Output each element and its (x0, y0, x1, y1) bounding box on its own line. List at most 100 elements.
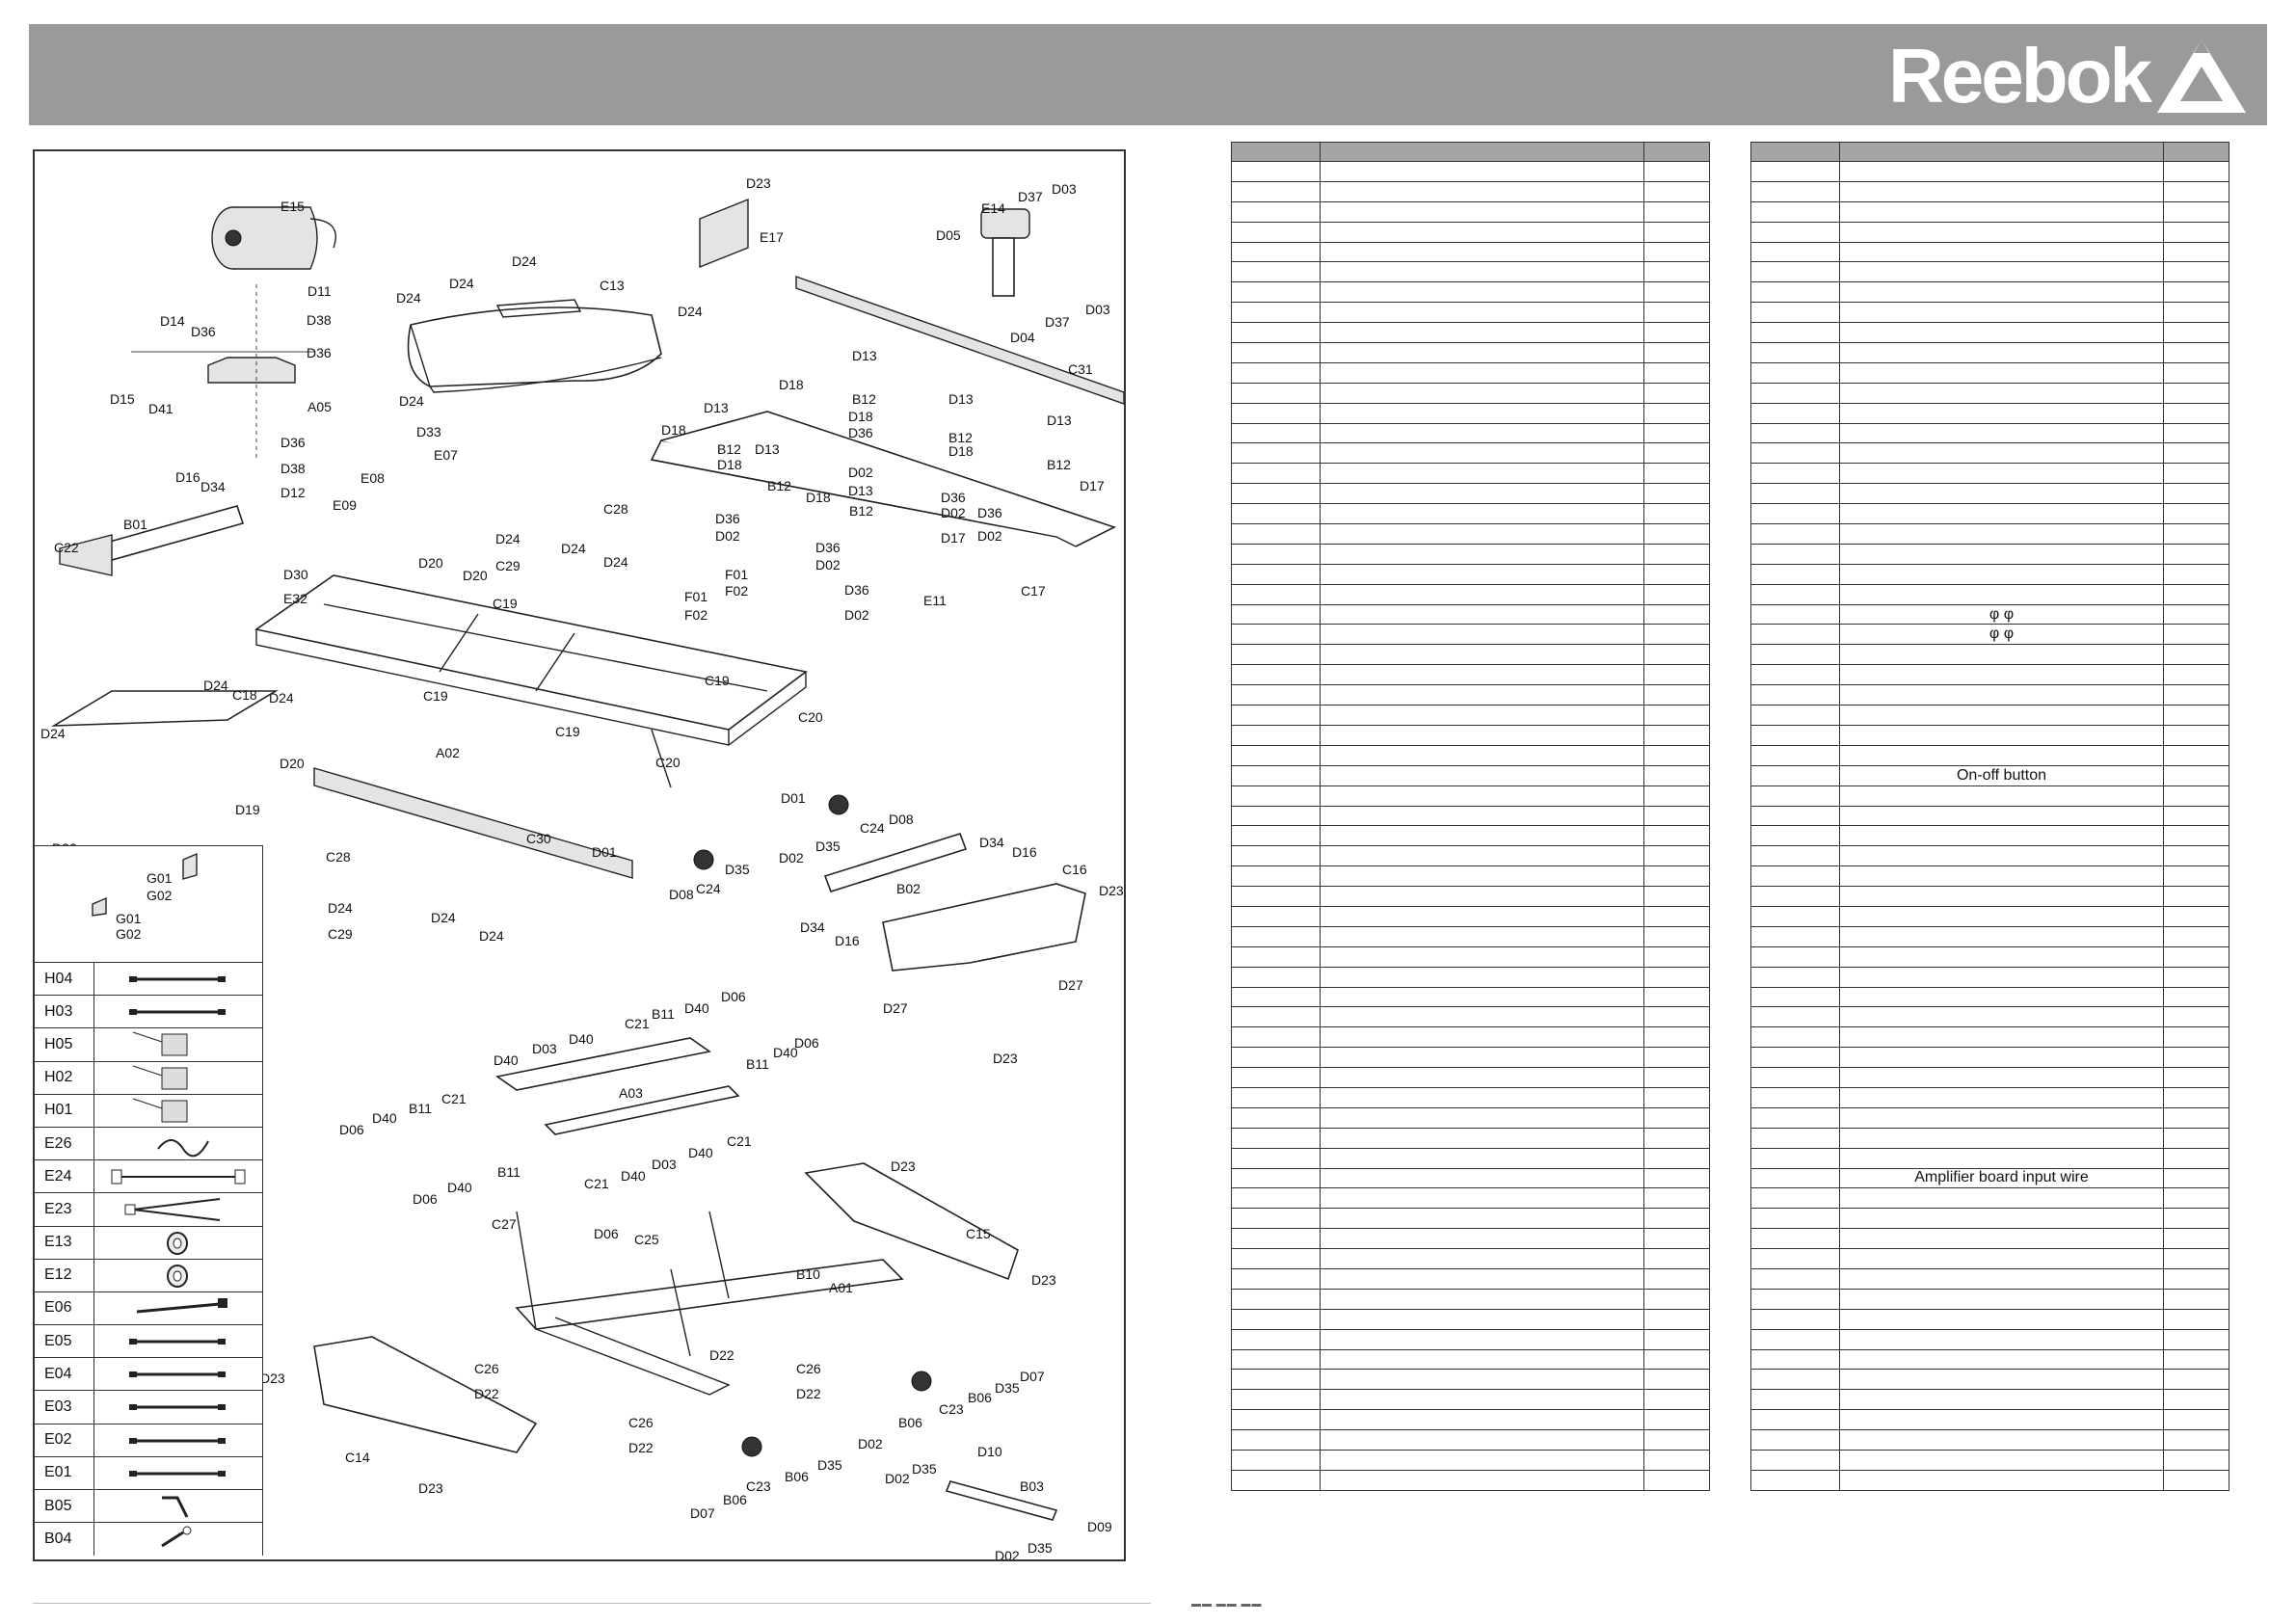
table-cell (1839, 422, 2164, 444)
part-label: D02 (848, 465, 873, 480)
table-row (1750, 442, 2229, 465)
legend-code: E12 (35, 1259, 94, 1291)
table-cell (2163, 1429, 2229, 1451)
table-cell (1643, 764, 1710, 786)
table-cell (1643, 1187, 1710, 1210)
table-cell (1839, 664, 2164, 686)
table-cell (1320, 865, 1644, 888)
legend-part-label: G02 (116, 926, 142, 942)
table-cell (1320, 1409, 1644, 1431)
table-cell (1643, 785, 1710, 807)
table-cell (1231, 845, 1321, 867)
table-cell (1839, 1187, 2164, 1210)
part-label: F01 (684, 589, 707, 604)
table-cell (1320, 463, 1644, 485)
legend-code: H01 (35, 1094, 94, 1127)
table-cell (1750, 1067, 1840, 1088)
table-cell (1231, 261, 1321, 283)
table-cell (1231, 966, 1321, 988)
table-cell (1643, 825, 1710, 847)
table-row (1750, 261, 2229, 283)
table-cell (1320, 342, 1644, 363)
table-cell (1750, 1328, 1840, 1350)
table-cell (1750, 865, 1840, 888)
table-cell (1231, 1389, 1321, 1411)
table-cell (1231, 463, 1321, 485)
table-cell (2163, 241, 2229, 263)
table-cell (2163, 161, 2229, 182)
table-cell (1320, 1047, 1644, 1069)
table-cell (1643, 442, 1710, 465)
table-cell (1643, 402, 1710, 424)
legend-row: E26 (35, 1127, 262, 1161)
table-cell (1320, 986, 1644, 1008)
table-cell (1320, 825, 1644, 847)
part-label: E11 (923, 593, 947, 608)
legend-part-label: G01 (147, 870, 173, 886)
part-label: B01 (123, 517, 147, 532)
part-label: D03 (532, 1041, 557, 1056)
part-label: D36 (307, 345, 332, 360)
table-row (1231, 422, 1710, 444)
table-cell (1839, 886, 2164, 907)
table-row (1231, 200, 1710, 223)
table-row (1750, 503, 2229, 525)
part-label: D06 (413, 1191, 438, 1207)
table-cell (1839, 966, 2164, 988)
part-label: D16 (175, 469, 200, 485)
table-header-cell (1320, 142, 1644, 162)
table-row (1231, 705, 1710, 726)
table-cell (2163, 624, 2229, 646)
table-cell (1231, 1267, 1321, 1290)
wheel-c23-right (911, 1371, 932, 1392)
table-cell (2163, 1167, 2229, 1189)
table-cell (1231, 422, 1321, 444)
part-label: D19 (235, 802, 260, 817)
table-cell (1839, 1106, 2164, 1129)
part-label: B06 (723, 1492, 747, 1507)
part-label: B11 (652, 1006, 675, 1022)
part-label: D22 (796, 1386, 821, 1401)
lift-frame-drawing (495, 1037, 740, 1135)
part-label: D36 (848, 425, 873, 440)
table-row (1750, 825, 2229, 847)
legend-row: H03 (35, 996, 262, 1029)
part-label: B12 (767, 478, 791, 493)
table-cell (2163, 664, 2229, 686)
table-cell (1320, 1328, 1644, 1350)
rear-roller-drawing (823, 833, 968, 892)
table-cell (1231, 1248, 1321, 1269)
table-cell (2163, 1127, 2229, 1149)
part-label: C20 (798, 709, 823, 725)
table-row (1231, 1167, 1710, 1189)
table-cell (1839, 261, 2164, 283)
part-label: D40 (688, 1145, 713, 1160)
table-cell (1839, 1469, 2164, 1491)
part-label: D37 (1045, 314, 1070, 330)
table-row (1231, 1106, 1710, 1129)
table-cell (1231, 382, 1321, 404)
table-row (1231, 483, 1710, 505)
table-cell (1643, 1288, 1710, 1310)
table-cell (1320, 744, 1644, 766)
table-cell (1750, 523, 1840, 545)
table-cell (1750, 1047, 1840, 1069)
table-cell (1839, 161, 2164, 182)
table-cell (2163, 422, 2229, 444)
table-row (1231, 342, 1710, 363)
part-label: D01 (781, 790, 806, 806)
table-cell (1750, 603, 1840, 626)
table-cell (1320, 1308, 1644, 1330)
table-cell (1320, 664, 1644, 686)
table-cell (1643, 1106, 1710, 1129)
table-cell (1643, 845, 1710, 867)
table-cell (1750, 463, 1840, 485)
table-cell (1231, 1348, 1321, 1371)
table-cell (2163, 503, 2229, 525)
part-label: D23 (891, 1158, 916, 1174)
legend-row: H04 (35, 963, 262, 997)
table-cell (1750, 724, 1840, 746)
part-label: D02 (844, 607, 869, 623)
